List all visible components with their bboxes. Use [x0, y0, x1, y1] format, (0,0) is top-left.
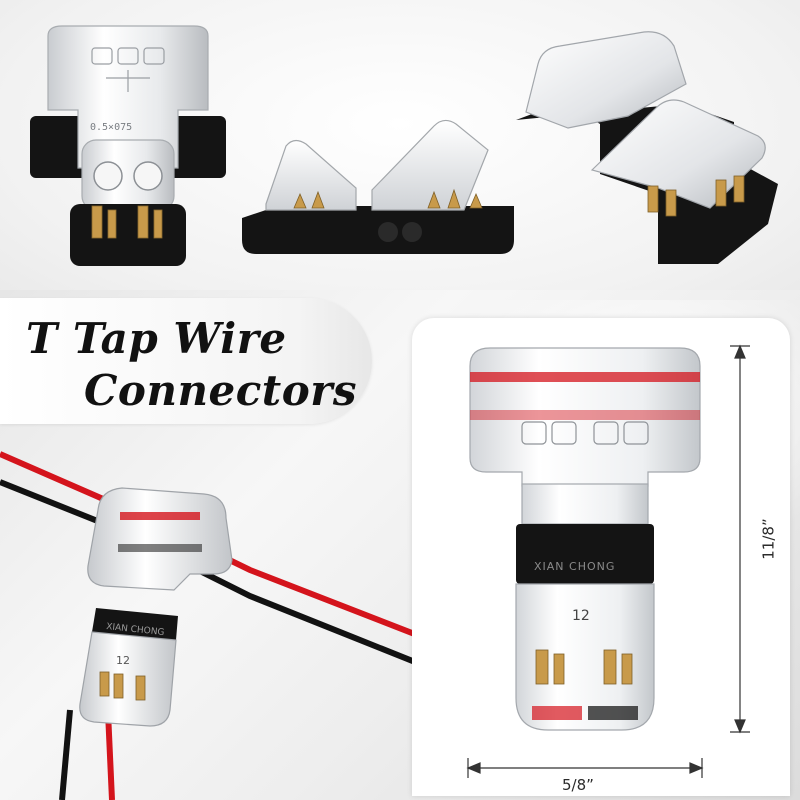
black-band: [92, 608, 178, 640]
clear-top-cover: [47, 25, 209, 169]
red-wire-lower-through-head: [470, 410, 700, 420]
code-imprint: 12: [116, 654, 130, 667]
tap-wire-red: [105, 711, 115, 800]
red-tap-wire-end: [532, 706, 582, 720]
height-dimension-label: 11/8”: [759, 518, 778, 560]
code-imprint: 12: [572, 608, 590, 624]
brass-contacts: [647, 175, 745, 217]
title-banner: [0, 298, 372, 424]
tap-wire-black: [59, 709, 73, 800]
red-wire-through-head: [470, 372, 700, 382]
wire-channels: [378, 222, 422, 242]
connector-dimension-diagram: XIAN CHONG 12: [466, 344, 750, 778]
height-dimension-line: [730, 344, 750, 734]
wire-port-right: [133, 161, 163, 191]
clear-lid-right: [371, 119, 489, 211]
black-tap-wire-end: [588, 706, 638, 720]
width-dimension-label: 5/8”: [562, 776, 594, 794]
width-dimension-line: [466, 758, 704, 778]
connector-open-side-view: [242, 119, 514, 254]
connector-neck: [521, 483, 649, 525]
brass-contacts: [535, 649, 633, 685]
red-wire-visible: [120, 512, 200, 520]
brass-contacts: [99, 671, 146, 701]
connector-lower-body: [515, 583, 655, 731]
brass-contacts: [293, 188, 483, 209]
connector-front-view: 0.5×075: [30, 25, 226, 266]
black-base: [70, 204, 186, 266]
clear-lid-left: [265, 139, 357, 211]
black-band: [516, 524, 654, 584]
brass-contacts: [91, 205, 163, 239]
connector-angled-view: [516, 31, 778, 264]
title-line-1: T Tap Wire: [26, 314, 287, 363]
connector-head: [469, 347, 701, 487]
rating-imprint: 0.5×075: [90, 122, 132, 133]
brand-imprint: XIAN CHONG: [534, 560, 615, 573]
black-base: [242, 206, 514, 254]
molded-markings: [91, 47, 165, 92]
connector-installed-on-wires: XIAN CHONG 12: [0, 451, 430, 800]
connector-clear-lower: [79, 631, 177, 727]
black-wire-visible: [118, 544, 202, 552]
clear-top-cover: [525, 31, 687, 129]
molded-markings: [521, 421, 649, 445]
wire-port-left: [93, 161, 123, 191]
title-line-2: Connectors: [84, 366, 357, 415]
